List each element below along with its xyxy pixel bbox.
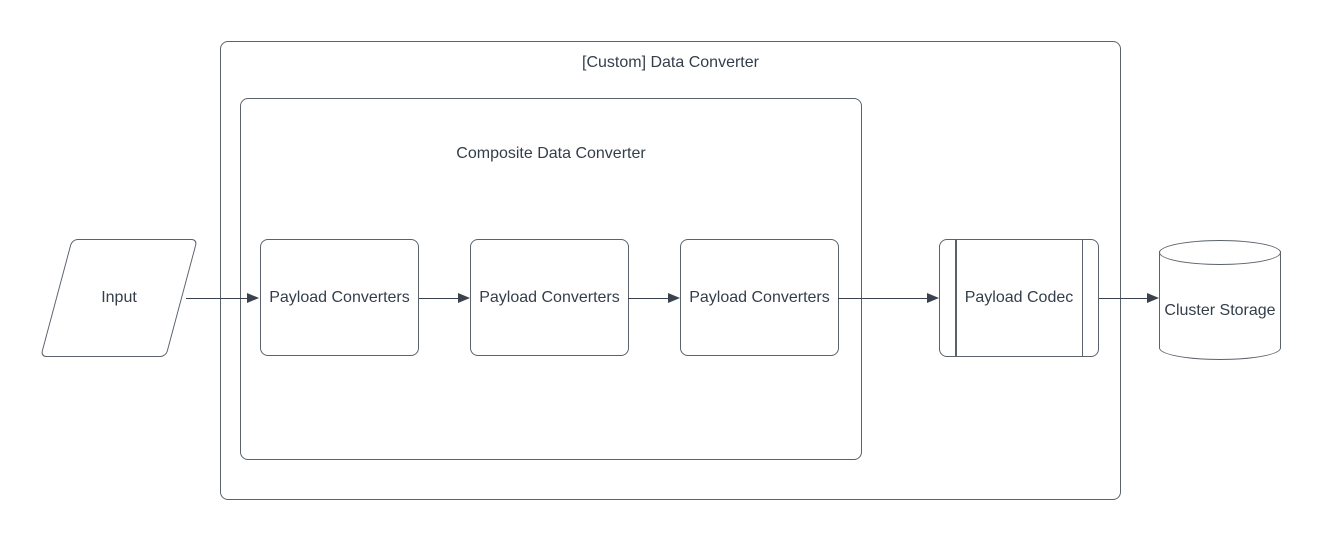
payload-converters-label-1: Payload Converters [269,288,410,306]
arrow-converter3-to-codec [838,292,939,305]
arrow-input-to-converter1 [186,292,259,305]
arrow-head-icon [927,293,939,303]
arrow-line [419,297,459,300]
cluster-storage-node: Cluster Storage [1159,240,1281,360]
cylinder-top-ellipse [1159,240,1281,265]
arrow-line [628,297,669,300]
arrow-head-icon [668,293,680,303]
arrow-converter2-to-converter3 [628,292,680,305]
arrow-head-icon [1147,293,1159,303]
arrow-line [1099,297,1148,300]
payload-converters-node-1: Payload Converters [260,239,419,356]
arrow-converter1-to-converter2 [419,292,470,305]
composite-data-converter-group: Composite Data Converter [240,98,862,460]
payload-converters-node-2: Payload Converters [470,239,629,356]
custom-data-converter-label: [Custom] Data Converter [582,54,759,71]
arrow-codec-to-storage [1099,292,1159,305]
arrow-head-icon [458,293,470,303]
arrow-head-icon [247,293,259,303]
payload-codec-node: Payload Codec [939,239,1099,357]
input-node: Input [40,239,198,357]
input-label: Input [101,289,137,306]
arrow-line [186,297,248,300]
arrow-line [838,297,928,300]
payload-converters-label-2: Payload Converters [479,288,620,306]
cluster-storage-label: Cluster Storage [1164,302,1276,319]
payload-converters-node-3: Payload Converters [680,239,839,356]
payload-converters-label-3: Payload Converters [689,288,830,306]
composite-data-converter-label: Composite Data Converter [456,145,646,162]
codec-left-rule [955,240,957,356]
payload-codec-label: Payload Codec [964,289,1074,306]
codec-right-rule [1081,240,1083,356]
cylinder-body-shape [1159,251,1281,360]
custom-data-converter-group: [Custom] Data Converter [220,41,1121,500]
